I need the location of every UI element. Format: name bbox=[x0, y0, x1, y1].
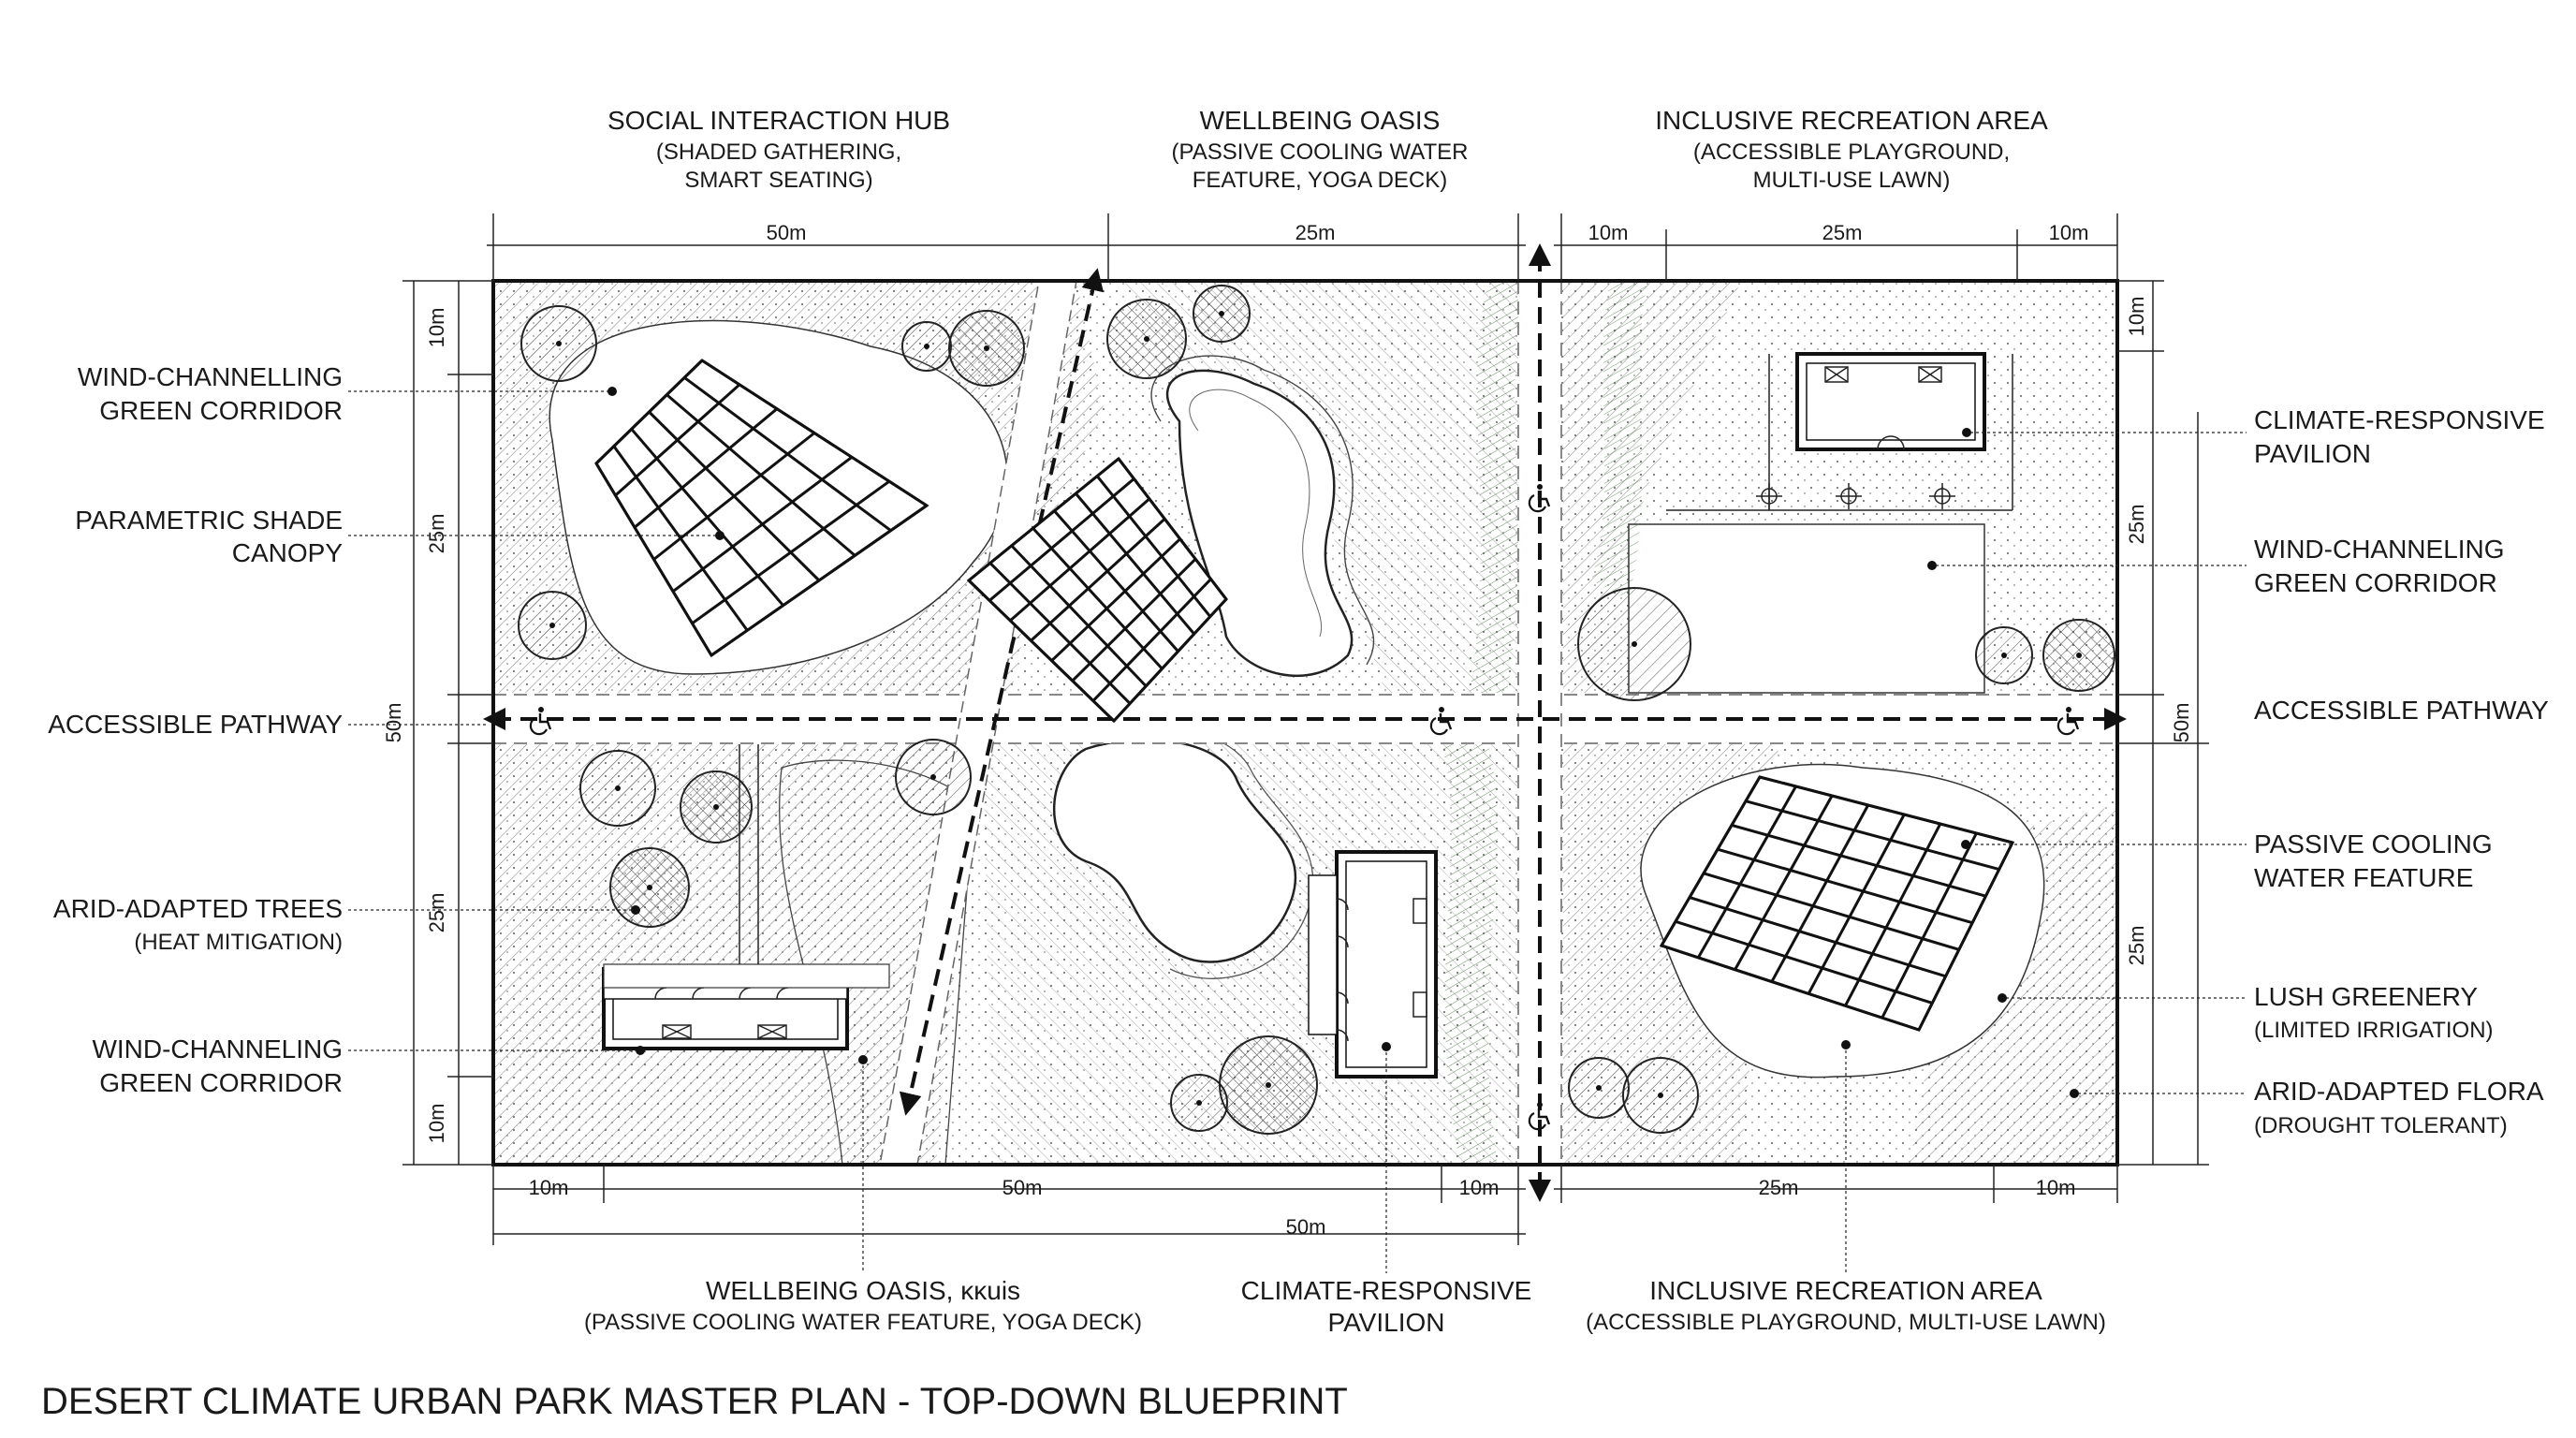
tree-icon bbox=[948, 310, 1025, 387]
svg-text:MULTI-USE LAWN): MULTI-USE LAWN) bbox=[1753, 168, 1951, 193]
dim-top-3: 10m bbox=[1588, 221, 1629, 244]
svg-text:WELLBEING OASIS: WELLBEING OASIS bbox=[1200, 106, 1441, 135]
dim-bottom-1: 10m bbox=[529, 1176, 569, 1199]
left-labels: WIND-CHANNELLING GREEN CORRIDOR PARAMETR… bbox=[48, 362, 724, 1097]
left-label-5b: GREEN CORRIDOR bbox=[99, 1068, 343, 1097]
dim-top-4: 25m bbox=[1822, 221, 1863, 244]
svg-text:FEATURE, YOGA DECK): FEATURE, YOGA DECK) bbox=[1193, 168, 1448, 193]
label-wellbeing-oasis: WELLBEING OASIS (PASSIVE COOLING WATER F… bbox=[1172, 106, 1469, 193]
canopy-icon bbox=[1659, 775, 2015, 1032]
left-label-3a: ACCESSIBLE PATHWAY bbox=[48, 710, 343, 739]
arid-adapted-trees bbox=[518, 285, 2115, 1135]
left-label-5a: WIND-CHANNELING bbox=[92, 1034, 343, 1064]
right-label-1b: PAVILION bbox=[2254, 439, 2371, 468]
svg-text:(PASSIVE COOLING WATER: (PASSIVE COOLING WATER bbox=[1172, 139, 1469, 165]
svg-text:(ACCESSIBLE PLAYGROUND,: (ACCESSIBLE PLAYGROUND, bbox=[1693, 139, 2010, 165]
tree-icon bbox=[579, 750, 656, 827]
tree-icon bbox=[1622, 1057, 1699, 1134]
tree-icon bbox=[1577, 587, 1691, 701]
bottom-label-2a: CLIMATE-RESPONSIVE bbox=[1241, 1276, 1532, 1305]
dimension-lines bbox=[402, 213, 2209, 1245]
left-label-4a: ARID-ADAPTED TREES bbox=[53, 894, 343, 923]
bottom-label-3a: INCLUSIVE RECREATION AREA bbox=[1649, 1276, 2042, 1305]
right-label-6b: (DROUGHT TOLERANT) bbox=[2254, 1113, 2508, 1138]
dimension-labels: 50m 25m 10m 25m 10m 10m 50m 10m 25m 10m … bbox=[382, 221, 2193, 1239]
tree-icon bbox=[1170, 1074, 1228, 1132]
canopy-icon bbox=[966, 456, 1228, 724]
left-label-2b: CANOPY bbox=[232, 538, 344, 567]
dim-right-1: 10m bbox=[2125, 297, 2148, 337]
tree-icon bbox=[1193, 285, 1251, 343]
left-label-1b: GREEN CORRIDOR bbox=[99, 396, 343, 425]
dim-left-2: 25m bbox=[425, 514, 448, 554]
right-label-5b: (LIMITED IRRIGATION) bbox=[2254, 1018, 2494, 1043]
parametric-shade-canopy bbox=[594, 359, 2015, 1032]
dim-left-total: 50m bbox=[382, 703, 405, 743]
dim-bottom-total: 50m bbox=[1286, 1215, 1326, 1239]
tree-icon bbox=[895, 739, 972, 815]
circulation-arrows bbox=[483, 243, 2127, 1202]
dim-left-3: 25m bbox=[425, 893, 448, 933]
dim-left-4: 10m bbox=[425, 1104, 448, 1144]
tree-icon bbox=[518, 591, 587, 660]
tree-icon bbox=[520, 305, 597, 382]
bottom-label-2b: PAVILION bbox=[1327, 1308, 1444, 1337]
bottom-label-1a: WELLBEING OASIS, ĸĸuis bbox=[706, 1276, 1020, 1305]
climate-responsive-pavilion-sw bbox=[602, 744, 890, 1050]
svg-text:SMART SEATING): SMART SEATING) bbox=[684, 168, 872, 193]
green-corridor bbox=[1442, 281, 1647, 1165]
tree-icon bbox=[901, 321, 952, 372]
climate-responsive-pavilion-s bbox=[1308, 850, 1438, 1078]
dim-bottom-3: 10m bbox=[1459, 1176, 1500, 1199]
left-label-1a: WIND-CHANNELLING bbox=[78, 362, 343, 391]
left-label-2a: PARAMETRIC SHADE bbox=[75, 506, 343, 535]
dim-top-5: 10m bbox=[2049, 221, 2089, 244]
dim-left-1: 10m bbox=[425, 308, 448, 348]
tree-icon bbox=[680, 770, 753, 844]
tree-icon bbox=[1568, 1057, 1630, 1119]
dim-bottom-4: 25m bbox=[1759, 1176, 1799, 1199]
bottom-label-3b: (ACCESSIBLE PLAYGROUND, MULTI-USE LAWN) bbox=[1586, 1310, 2106, 1335]
right-label-1a: CLIMATE-RESPONSIVE bbox=[2254, 405, 2545, 434]
tree-icon bbox=[1219, 1035, 1318, 1135]
right-label-6a: ARID-ADAPTED FLORA bbox=[2254, 1077, 2544, 1106]
tree-icon bbox=[609, 847, 690, 928]
left-label-4b: (HEAT MITIGATION) bbox=[134, 930, 343, 955]
dim-bottom-2: 50m bbox=[1003, 1176, 1043, 1199]
dim-bottom-5: 10m bbox=[2036, 1176, 2076, 1199]
right-label-5a: LUSH GREENERY bbox=[2254, 982, 2478, 1011]
plan-title: DESERT CLIMATE URBAN PARK MASTER PLAN - … bbox=[41, 1381, 1348, 1422]
right-label-2a: WIND-CHANNELING bbox=[2254, 535, 2505, 564]
site-boundary bbox=[491, 279, 2119, 1167]
tree-icon bbox=[1106, 299, 1187, 379]
right-label-2b: GREEN CORRIDOR bbox=[2254, 568, 2497, 597]
bottom-labels: WELLBEING OASIS, ĸĸuis (PASSIVE COOLING … bbox=[584, 1040, 2106, 1337]
dim-top-2: 25m bbox=[1295, 221, 1336, 244]
climate-responsive-pavilion-ne bbox=[1666, 352, 2013, 511]
right-label-4a: PASSIVE COOLING bbox=[2254, 829, 2493, 858]
dim-right-3: 25m bbox=[2125, 926, 2148, 966]
dim-top-1: 50m bbox=[767, 221, 807, 244]
bottom-label-1b: (PASSIVE COOLING WATER FEATURE, YOGA DEC… bbox=[584, 1310, 1142, 1335]
right-label-4b: WATER FEATURE bbox=[2254, 863, 2473, 892]
svg-text:SOCIAL INTERACTION HUB: SOCIAL INTERACTION HUB bbox=[607, 106, 950, 135]
label-social-interaction-hub: SOCIAL INTERACTION HUB (SHADED GATHERING… bbox=[607, 106, 950, 193]
top-labels: SOCIAL INTERACTION HUB (SHADED GATHERING… bbox=[607, 106, 2048, 193]
svg-text:(SHADED GATHERING,: (SHADED GATHERING, bbox=[656, 139, 901, 165]
svg-text:INCLUSIVE RECREATION AREA: INCLUSIVE RECREATION AREA bbox=[1655, 106, 2048, 135]
label-inclusive-recreation-area: INCLUSIVE RECREATION AREA (ACCESSIBLE PL… bbox=[1655, 106, 2048, 193]
right-labels: CLIMATE-RESPONSIVE PAVILION WIND-CHANNEL… bbox=[1927, 405, 2549, 1138]
right-label-3a: ACCESSIBLE PATHWAY bbox=[2254, 696, 2549, 725]
dim-right-total: 50m bbox=[2170, 703, 2193, 743]
canopy-icon bbox=[594, 359, 929, 658]
tree-icon bbox=[1975, 626, 2033, 684]
tree-icon bbox=[2042, 619, 2115, 692]
dim-right-2: 25m bbox=[2125, 505, 2148, 545]
